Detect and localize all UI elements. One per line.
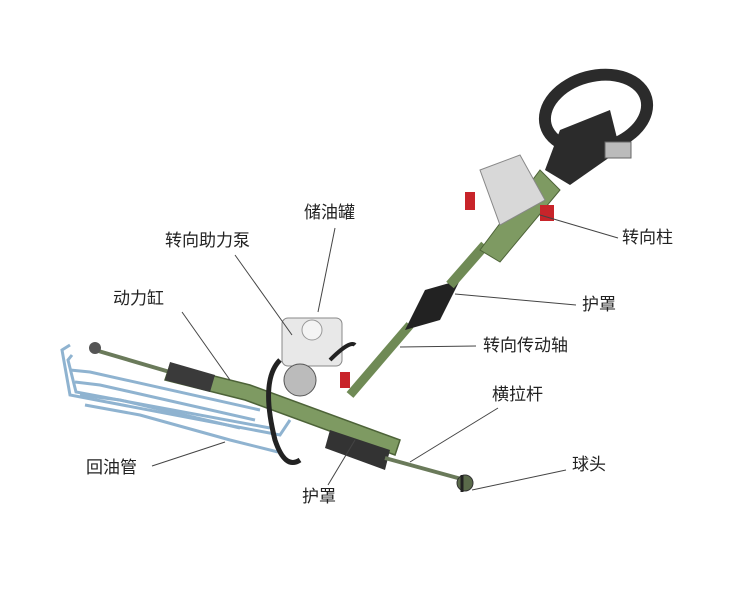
pump-assembly bbox=[266, 317, 357, 465]
label-power-cylinder: 动力缸 bbox=[113, 289, 164, 309]
label-ball-joint: 球头 bbox=[572, 455, 606, 475]
rack-housing bbox=[164, 362, 401, 470]
label-tie-rod: 横拉杆 bbox=[492, 385, 543, 405]
steering-column bbox=[465, 154, 561, 263]
leader-lines bbox=[151, 214, 619, 491]
label-return-pipe: 回油管 bbox=[86, 458, 137, 478]
label-power-pump: 转向助力泵 bbox=[165, 231, 250, 251]
label-boot-right: 护罩 bbox=[582, 295, 616, 315]
label-steering-column: 转向柱 bbox=[622, 228, 673, 248]
label-reservoir: 储油罐 bbox=[304, 203, 355, 223]
label-steering-shaft: 转向传动轴 bbox=[483, 336, 568, 356]
return-pipe-coils bbox=[60, 343, 292, 454]
left-tie-rod bbox=[89, 342, 181, 377]
steering-wheel bbox=[538, 68, 654, 185]
steering-shaft bbox=[346, 241, 489, 398]
right-tie-rod bbox=[384, 456, 474, 492]
label-boot-bottom: 护罩 bbox=[302, 487, 336, 507]
